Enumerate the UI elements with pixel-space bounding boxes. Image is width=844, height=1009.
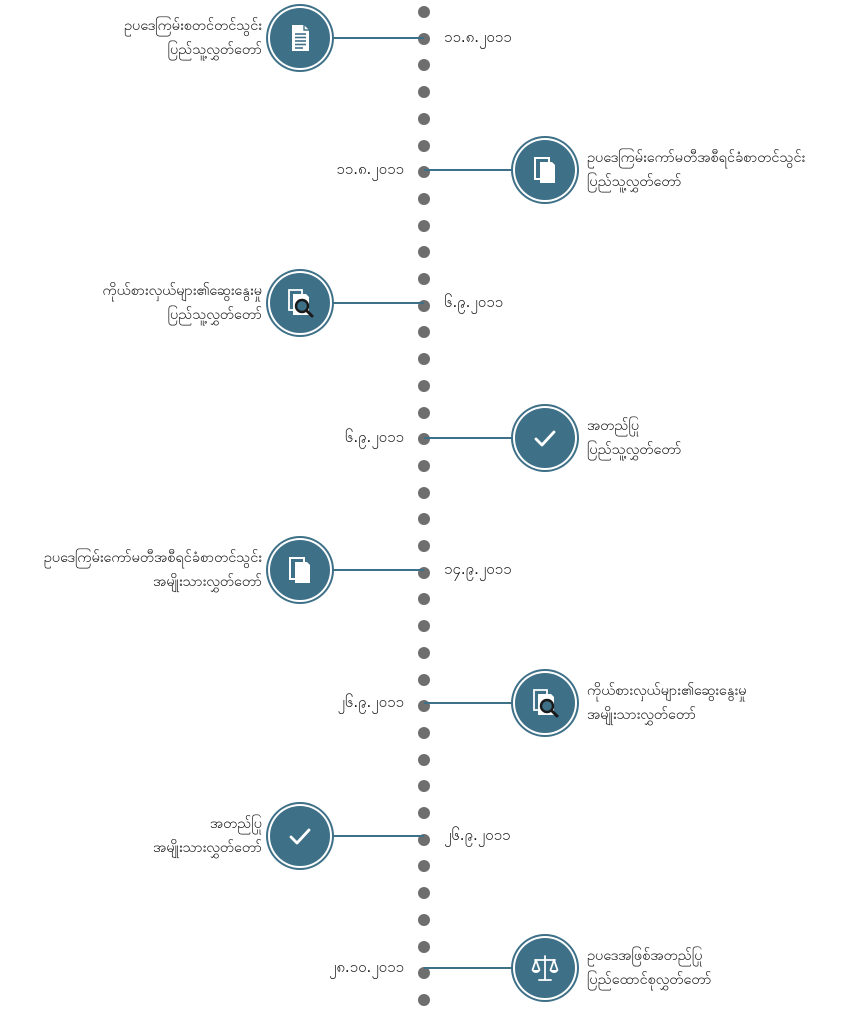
scales-icon	[528, 951, 562, 985]
timeline-dot	[418, 993, 430, 1006]
event-chamber: အမျိုးသားလွှတ်တော်	[587, 707, 696, 723]
timeline-dot	[418, 112, 430, 125]
event-icon-badge	[515, 408, 575, 468]
event-chamber: ပြည်သူ့လွှတ်တော်	[167, 42, 262, 58]
timeline-dot	[418, 166, 430, 179]
timeline-dot	[418, 486, 430, 499]
timeline-dot	[418, 32, 430, 45]
timeline-dot	[418, 246, 430, 259]
timeline-dot	[418, 780, 430, 793]
event-title: ဥပဒေအဖြစ်အတည်ပြု	[587, 948, 703, 964]
event-date: ၁၁.၈.၂၀၁၁	[336, 160, 404, 178]
timeline-connector	[424, 437, 515, 439]
event-icon-badge	[515, 140, 575, 200]
event-label: အတည်ပြုအမျိုးသားလွှတ်တော်	[153, 812, 262, 860]
event-date: ၁၁.၈.၂၀၁၁	[444, 28, 512, 46]
event-label: ဥပဒေကြမ်းကော်မတီအစီရင်ခံစာတင်သွင်းပြည်သူ…	[587, 146, 805, 194]
documents-icon	[528, 153, 562, 187]
event-label: ဥပဒေကြမ်းစတင်တင်သွင်းပြည်သူ့လွှတ်တော်	[124, 14, 262, 62]
timeline-connector	[424, 702, 515, 704]
timeline-dot	[418, 192, 430, 205]
timeline-dot	[418, 459, 430, 472]
document-icon	[283, 21, 317, 55]
timeline-dot	[418, 86, 430, 99]
event-label: ကိုယ်စားလှယ်များ၏ဆွေးနွေးမှုပြည်သူ့လွှတ်…	[103, 279, 263, 327]
event-title: ကိုယ်စားလှယ်များ၏ဆွေးနွေးမှု	[102, 283, 263, 299]
event-label: ကိုယ်စားလှယ်များ၏ဆွေးနွေးမှုအမျိုးသားလွှ…	[587, 679, 747, 727]
timeline-dot	[418, 219, 430, 232]
timeline-dot	[418, 59, 430, 72]
event-date: ၂၈.၁၀.၂၀၁၁	[328, 958, 404, 976]
event-chamber: အမျိုးသားလွှတ်တော်	[153, 840, 262, 856]
checkmark-icon	[528, 421, 562, 455]
event-date: ၂၆.၉.၂၀၁၁	[444, 826, 511, 844]
event-icon-badge	[515, 673, 575, 733]
timeline-connector	[330, 37, 424, 39]
event-label: ဥပဒေကြမ်းကော်မတီအစီရင်ခံစာတင်သွင်းအမျိုး…	[44, 546, 262, 594]
timeline-connector	[424, 169, 515, 171]
timeline-dot	[418, 646, 430, 659]
event-chamber: ပြည်သူ့လွှတ်တော်	[167, 307, 262, 323]
timeline-dot	[418, 326, 430, 339]
timeline-dot	[418, 379, 430, 392]
timeline-dot	[418, 967, 430, 980]
event-chamber: ပြည်သူ့လွှတ်တော်	[587, 442, 682, 458]
event-title: အတည်ပြု	[209, 816, 262, 832]
timeline-connector	[330, 302, 424, 304]
timeline-dot	[418, 673, 430, 686]
timeline-dot	[418, 940, 430, 953]
event-title: ဥပဒေကြမ်းစတင်တင်သွင်း	[124, 18, 262, 34]
event-label: ဥပဒေအဖြစ်အတည်ပြုပြည်ထောင်စုလွှတ်တော်	[587, 944, 711, 992]
event-icon-badge	[270, 273, 330, 333]
event-icon-badge	[270, 8, 330, 68]
timeline-connector	[330, 835, 424, 837]
document-search-icon	[528, 686, 562, 720]
timeline-dot	[418, 593, 430, 606]
event-chamber: အမျိုးသားလွှတ်တော်	[153, 574, 262, 590]
timeline-dot	[418, 406, 430, 419]
event-icon-badge	[270, 540, 330, 600]
event-date: ၆.၉.၂၀၁၁	[444, 293, 504, 311]
timeline-dot	[418, 860, 430, 873]
timeline-dot	[418, 753, 430, 766]
timeline-connector	[330, 569, 424, 571]
timeline-dot	[418, 273, 430, 285]
document-search-icon	[283, 286, 317, 320]
timeline-dot	[418, 6, 430, 18]
event-date: ၆.၉.၂၀၁၁	[344, 428, 404, 446]
event-title: ဥပဒေကြမ်းကော်မတီအစီရင်ခံစာတင်သွင်း	[587, 150, 806, 166]
timeline-dot	[418, 887, 430, 900]
event-chamber: ပြည်သူ့လွှတ်တော်	[587, 174, 682, 190]
timeline-dot	[418, 433, 430, 446]
checkmark-icon	[283, 819, 317, 853]
event-label: အတည်ပြုပြည်သူ့လွှတ်တော်	[587, 414, 681, 462]
event-title: ဥပဒေကြမ်းကော်မတီအစီရင်ခံစာတင်သွင်း	[43, 550, 262, 566]
event-date: ၂၆.၉.၂၀၁၁	[337, 693, 404, 711]
timeline-dot	[418, 913, 430, 926]
documents-icon	[283, 553, 317, 587]
timeline-dot	[418, 726, 430, 739]
timeline-dot	[418, 807, 430, 819]
timeline-dot	[418, 540, 430, 552]
timeline-connector	[424, 967, 515, 969]
timeline-dot	[418, 139, 430, 152]
event-title: အတည်ပြု	[587, 418, 640, 434]
event-chamber: ပြည်ထောင်စုလွှတ်တော်	[587, 972, 712, 988]
event-date: ၁၄.၉.၂၀၁၁	[444, 560, 512, 578]
event-icon-badge	[270, 806, 330, 866]
event-icon-badge	[515, 938, 575, 998]
timeline-dot	[418, 620, 430, 633]
timeline-dot	[418, 353, 430, 366]
event-title: ကိုယ်စားလှယ်များ၏ဆွေးနွေးမှု	[587, 683, 747, 699]
timeline-dot	[418, 513, 430, 526]
